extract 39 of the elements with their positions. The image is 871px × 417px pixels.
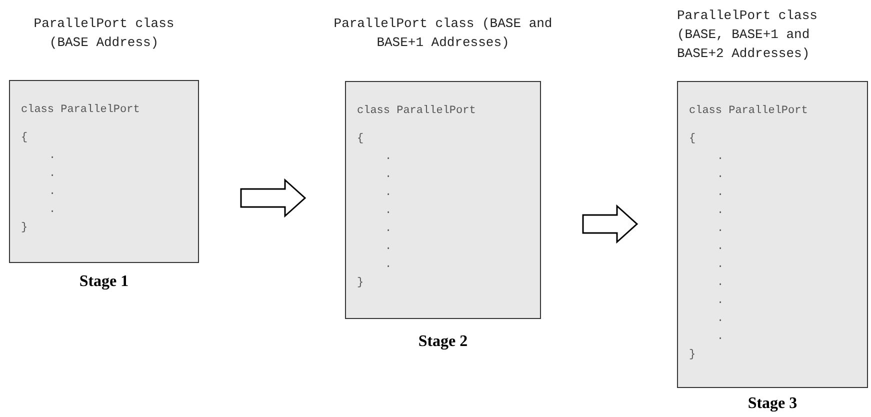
code-line: .	[385, 258, 392, 273]
stage-label: Stage 2	[417, 332, 469, 352]
heading: ParallelPort class (BASE Address)	[32, 15, 176, 52]
heading: ParallelPort class (BASE, BASE+1 and BASE+2 Addresses)	[677, 7, 818, 63]
code-line: class ParallelPort	[357, 104, 476, 119]
code-line: .	[385, 168, 392, 183]
code-line: .	[717, 330, 724, 345]
code-line: }	[21, 221, 28, 236]
code-line: .	[49, 167, 56, 182]
code-line: .	[49, 185, 56, 200]
code-line: }	[689, 348, 696, 363]
code-line: class ParallelPort	[21, 103, 140, 118]
code-line: }	[357, 276, 364, 291]
code-line: .	[717, 204, 724, 219]
code-line: .	[717, 258, 724, 273]
code-line: .	[385, 222, 392, 237]
block-arrow	[582, 204, 638, 244]
code-line: .	[717, 240, 724, 255]
heading: ParallelPort class (BASE and BASE+1 Addresses)	[333, 15, 553, 52]
code-line: .	[385, 204, 392, 219]
code-line: .	[717, 222, 724, 237]
code-line: .	[717, 276, 724, 291]
code-line: {	[21, 131, 28, 146]
code-line: {	[689, 132, 696, 147]
code-line: .	[49, 149, 56, 164]
code-line: .	[717, 186, 724, 201]
code-line: .	[385, 240, 392, 255]
code-line: {	[357, 132, 364, 147]
code-line: .	[717, 294, 724, 309]
code-line: .	[717, 150, 724, 165]
code-line: .	[717, 312, 724, 327]
stage-label: Stage 3	[746, 394, 798, 414]
block-arrow	[240, 178, 306, 218]
code-line: .	[385, 150, 392, 165]
code-line: .	[717, 168, 724, 183]
code-line: .	[49, 203, 56, 218]
code-line: class ParallelPort	[689, 104, 808, 119]
code-line: .	[385, 186, 392, 201]
stage-label: Stage 1	[78, 272, 130, 292]
